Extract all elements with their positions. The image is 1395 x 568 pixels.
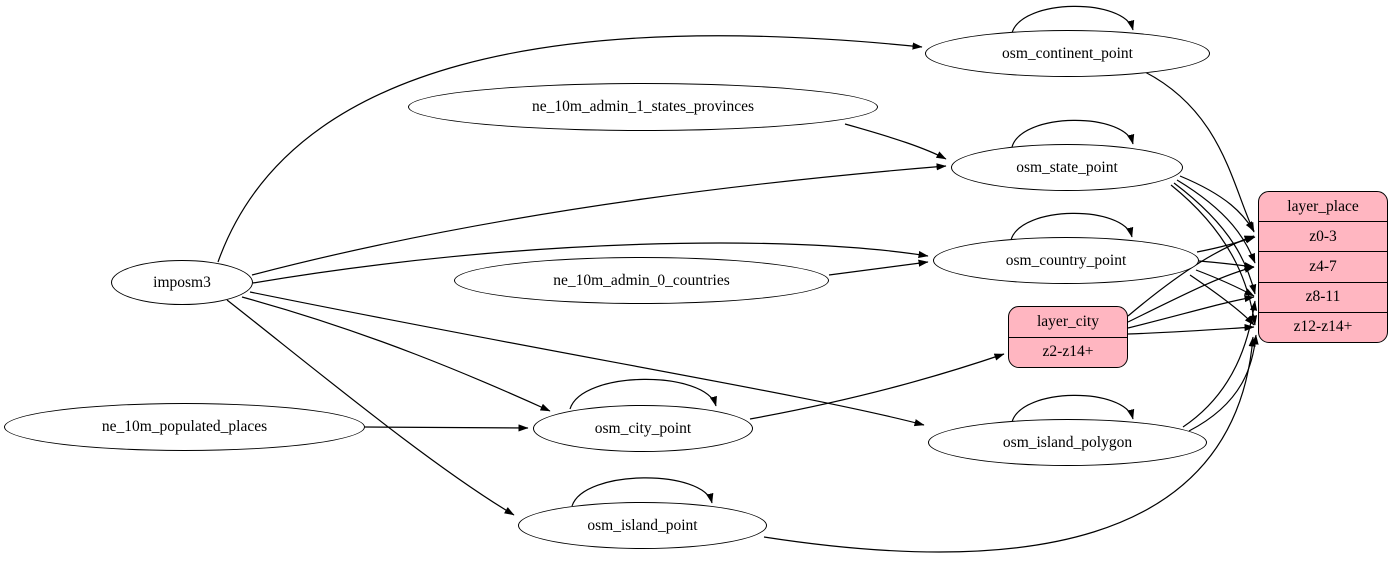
node-osm-state-point: osm_state_point bbox=[951, 144, 1183, 191]
node-ne-10m-populated-places: ne_10m_populated_places bbox=[4, 403, 365, 451]
edge-self-osm-island-polygon bbox=[1011, 394, 1135, 423]
edge-osm-state-point-z4-7 bbox=[1176, 179, 1256, 264]
edge-imposm3-osm-country-point bbox=[252, 242, 929, 284]
node-imposm3: imposm3 bbox=[111, 260, 253, 305]
edge-ne1-osm-state-point bbox=[844, 123, 947, 160]
edge-imposm3-osm-city-point bbox=[241, 296, 551, 412]
edge-self-osm-continent-point bbox=[1011, 5, 1135, 34]
edge-imposm3-osm-island-polygon bbox=[249, 291, 925, 427]
edge-self-osm-state-point bbox=[1011, 119, 1135, 148]
edge-osm-city-point-layer-city bbox=[749, 353, 1005, 420]
edge-layer-city-z4-7 bbox=[1127, 265, 1255, 323]
edge-osm-island-point-z12-z14 bbox=[763, 336, 1256, 553]
node-ne-10m-admin-0-countries: ne_10m_admin_0_countries bbox=[454, 257, 829, 304]
edge-layer-city-z0-3 bbox=[1127, 235, 1255, 317]
edge-layer-city-z12-z14 bbox=[1127, 323, 1255, 335]
edge-imposm3-osm-island-point bbox=[226, 299, 515, 516]
edge-osm-continent-point-z0-3 bbox=[1144, 71, 1255, 233]
node-osm-island-polygon: osm_island_polygon bbox=[928, 419, 1207, 466]
node-layer-place: layer_place z0-3 z4-7 z8-11 z12-z14+ bbox=[1258, 191, 1388, 343]
edge-osm-state-point-z0-3 bbox=[1179, 175, 1255, 232]
edge-osm-state-point-z8-11 bbox=[1173, 182, 1257, 295]
edge-layer-city-z8-11 bbox=[1127, 295, 1255, 329]
edge-osm-country-point-z4-7 bbox=[1198, 260, 1255, 270]
node-ne-10m-admin-1-states-provinces: ne_10m_admin_1_states_provinces bbox=[408, 83, 878, 131]
layer-place-row-z12-z14: z12-z14+ bbox=[1259, 311, 1387, 342]
node-osm-country-point: osm_country_point bbox=[933, 237, 1199, 284]
edge-self-osm-city-point bbox=[569, 378, 717, 410]
edge-ne0-osm-country-point bbox=[828, 259, 929, 276]
node-osm-island-point: osm_island_point bbox=[518, 502, 767, 549]
edge-self-osm-island-point bbox=[571, 477, 714, 507]
edge-osm-country-point-z8-11 bbox=[1195, 269, 1255, 297]
node-layer-city: layer_city z2-z14+ bbox=[1008, 306, 1128, 368]
layer-place-row-z4-7: z4-7 bbox=[1259, 251, 1387, 281]
layer-place-row-z0-3: z0-3 bbox=[1259, 221, 1387, 251]
edge-self-osm-country-point bbox=[1010, 212, 1134, 241]
layer-place-row-z8-11: z8-11 bbox=[1259, 281, 1387, 312]
edge-imposm3-osm-state-point bbox=[251, 163, 947, 276]
edge-imposm3-osm-continent-point bbox=[217, 35, 923, 263]
layer-city-row-z2-z14: z2-z14+ bbox=[1009, 336, 1127, 368]
layer-place-title: layer_place bbox=[1287, 197, 1359, 215]
node-osm-city-point: osm_city_point bbox=[533, 405, 753, 452]
node-osm-continent-point: osm_continent_point bbox=[925, 30, 1210, 77]
edge-osm-island-polygon-z8-11 bbox=[1182, 300, 1258, 428]
layer-city-title: layer_city bbox=[1037, 312, 1099, 330]
edge-nepop-osm-city-point bbox=[364, 424, 529, 432]
